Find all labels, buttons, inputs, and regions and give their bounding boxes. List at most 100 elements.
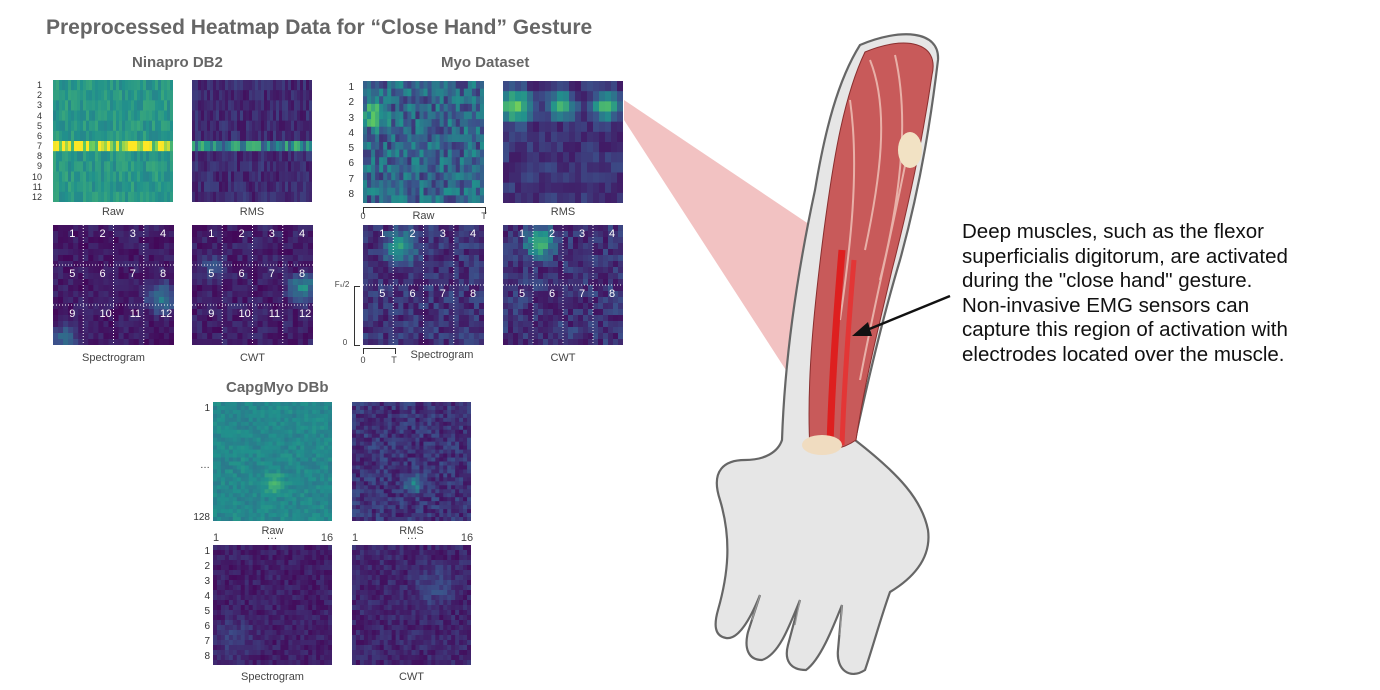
heatmap-cell [548, 267, 554, 274]
heatmap-cell [398, 285, 404, 292]
heatmap-cell [232, 225, 238, 232]
heatmap-cell [588, 291, 594, 298]
heatmap-cell [256, 489, 262, 494]
heatmap-cell [280, 402, 285, 407]
heatmap-cell [198, 161, 202, 172]
heatmap-cell [119, 90, 123, 101]
heatmap-cell [207, 315, 213, 322]
heatmap-cell [363, 445, 369, 451]
heatmap-cell [260, 501, 266, 506]
heatmap-cell [277, 225, 284, 232]
heatmap-cell [419, 81, 424, 90]
heatmap-cell [131, 130, 135, 142]
heatmap-cell [383, 409, 389, 415]
heatmap-cell [288, 497, 293, 502]
heatmap-cell [459, 441, 464, 447]
heatmap-cell [202, 333, 208, 340]
heatmap-cell [244, 421, 250, 427]
heatmap-cell [363, 421, 369, 427]
heatmap-cell [568, 339, 574, 345]
heatmap-cell [438, 261, 445, 268]
heatmap-cell [467, 157, 473, 166]
heatmap-cell [216, 151, 220, 162]
heatmap-cell [272, 489, 277, 494]
heatmap-cell [307, 333, 313, 340]
heatmap-cell [363, 409, 369, 415]
heatmap-cell [95, 141, 99, 152]
heatmap-cell [475, 149, 481, 158]
heatmap-cell [523, 285, 529, 292]
heatmap-cell [307, 237, 313, 244]
heatmap-cell [123, 321, 130, 328]
heatmap-cell [240, 80, 244, 91]
heatmap-cell [260, 421, 266, 427]
heatmap-cell [140, 151, 144, 162]
heatmap-cell [563, 111, 570, 123]
heatmap-cell [294, 80, 298, 91]
heatmap-cell [63, 285, 69, 292]
heatmap-cell [618, 237, 623, 244]
heatmap-cell [538, 237, 544, 244]
heatmap-cell [573, 273, 579, 280]
heatmap-cell [431, 187, 437, 196]
heatmap-cell [59, 100, 63, 111]
heatmap-cell [309, 80, 312, 91]
heatmap-cell [216, 489, 222, 494]
heatmap-cell [83, 339, 89, 345]
heatmap-cell [249, 90, 253, 101]
heatmap-cell [236, 461, 242, 466]
heatmap-cell [518, 273, 524, 280]
heatmap-cell [213, 413, 218, 419]
heatmap-cell [433, 291, 440, 298]
heatmap-cell [618, 327, 623, 334]
heatmap-cell [53, 321, 59, 328]
heatmap-cell [125, 191, 129, 202]
heatmap-cell [533, 339, 539, 345]
heatmap-cell [435, 126, 441, 135]
heatmap-cell [423, 409, 428, 415]
heatmap-cell [398, 303, 404, 310]
heatmap-cell [324, 461, 329, 466]
heatmap-cell [285, 181, 289, 193]
heatmap-cell [352, 437, 357, 443]
heatmap-cell [419, 119, 424, 128]
heatmap-cell [267, 181, 271, 193]
heatmap-cell [459, 417, 464, 423]
heatmap-cell [143, 285, 150, 292]
heatmap-cell [617, 131, 623, 143]
heatmap-cell [443, 433, 448, 439]
heatmap-cell [459, 409, 464, 415]
heatmap-cell [588, 333, 594, 340]
heatmap-cell [300, 477, 305, 482]
heatmap-cell [198, 90, 202, 101]
heatmap-cell [307, 267, 313, 274]
heatmap-cell [276, 429, 281, 435]
heatmap-cell [170, 161, 173, 172]
heatmap-cell [249, 161, 253, 172]
heatmap-cell [527, 162, 534, 173]
heatmap-cell [192, 339, 198, 345]
heatmap-cell [192, 321, 198, 328]
heatmap-cell [368, 339, 374, 345]
heatmap-cell [149, 80, 153, 91]
heatmap-cell [212, 339, 218, 345]
grid-cell-number: 2 [238, 228, 245, 240]
heatmap-cell [403, 255, 409, 262]
heatmap-cell [312, 433, 317, 439]
heatmap-cell [473, 279, 480, 286]
heatmap-cell [415, 421, 420, 427]
heatmap-cell [217, 285, 223, 292]
heatmap-cell [548, 333, 554, 340]
heatmap-cell [264, 441, 270, 447]
heatmap-cell [98, 303, 104, 310]
heatmap-cell [395, 413, 401, 419]
heatmap-cell [408, 279, 414, 286]
heatmap-cell [528, 339, 534, 345]
heatmap-cell [371, 164, 376, 173]
heatmap-cell [108, 321, 114, 328]
heatmap-cell [277, 321, 284, 328]
heatmap-cell [352, 449, 357, 455]
heatmap-cell [399, 134, 404, 143]
heatmap-cell [128, 80, 132, 91]
heatmap-cell [287, 309, 294, 316]
